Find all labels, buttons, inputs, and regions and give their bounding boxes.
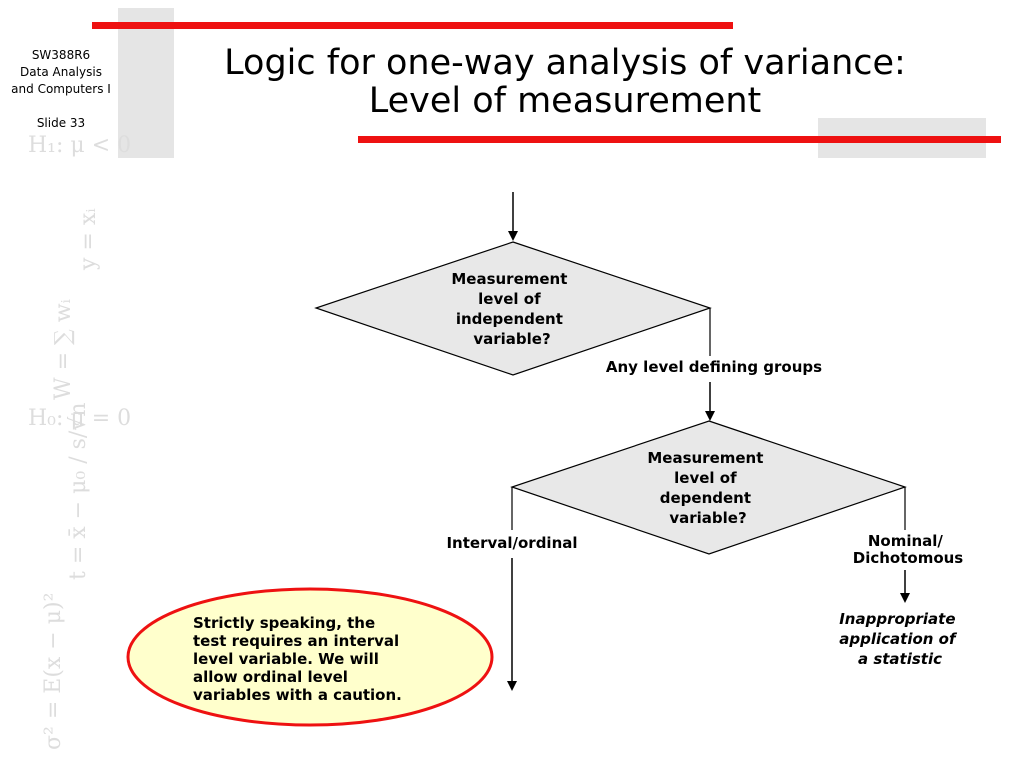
title-line2: Level of measurement	[368, 81, 762, 121]
watermark-formula: H₀: μ = 0	[28, 406, 131, 431]
left-gray-bar	[118, 8, 174, 158]
watermark-formula: σ² = E(x − μ)²	[41, 593, 66, 750]
decision-independent-label: Measurement level of independent variabl…	[451, 270, 572, 348]
branch-any-level-label: Any level defining groups	[606, 358, 822, 376]
slide-title: Logic for one-way analysis of variance: …	[195, 44, 935, 120]
note-line: allow ordinal level	[193, 668, 348, 686]
bottom-red-bar	[358, 136, 1001, 143]
watermark-formula: W = ∑ wᵢ	[51, 298, 76, 400]
course-line2: and Computers I	[11, 82, 111, 96]
note-line: test requires an interval	[193, 632, 400, 650]
caution-note-ellipse	[126, 587, 494, 727]
branch-nominal-label: Nominal/ Dichotomous	[853, 532, 964, 567]
top-red-bar	[92, 22, 733, 29]
title-line1: Logic for one-way analysis of variance:	[224, 43, 906, 83]
branch-interval-ordinal-label: Interval/ordinal	[446, 534, 577, 552]
caution-note: Strictly speaking, the test requires an …	[193, 614, 443, 704]
watermark-formula: H₁: μ < 0	[28, 133, 131, 158]
course-info: SW388R6 Data Analysis and Computers I	[2, 47, 120, 98]
note-line: level variable. We will	[193, 650, 379, 668]
decision-dependent-diamond	[510, 420, 907, 555]
watermark-formula: y = xᵢ	[76, 208, 101, 271]
course-line1: Data Analysis	[20, 65, 102, 79]
outcome-inappropriate: Inappropriate application of a statistic	[839, 610, 961, 668]
course-code: SW388R6	[31, 48, 91, 62]
decision-independent-diamond	[314, 241, 712, 376]
decision-dependent-label: Measurement level of dependent variable?	[647, 449, 768, 527]
slide-number: Slide 33	[36, 116, 86, 130]
note-line: Strictly speaking, the	[193, 614, 376, 632]
watermark-formula: t = x̄ − μ₀ / s/√n	[66, 403, 91, 581]
formula-watermark: H₁: μ < 0 y = xᵢ W = ∑ wᵢ H₀: μ = 0 t = …	[28, 133, 131, 750]
note-line: variables with a caution.	[193, 686, 402, 704]
